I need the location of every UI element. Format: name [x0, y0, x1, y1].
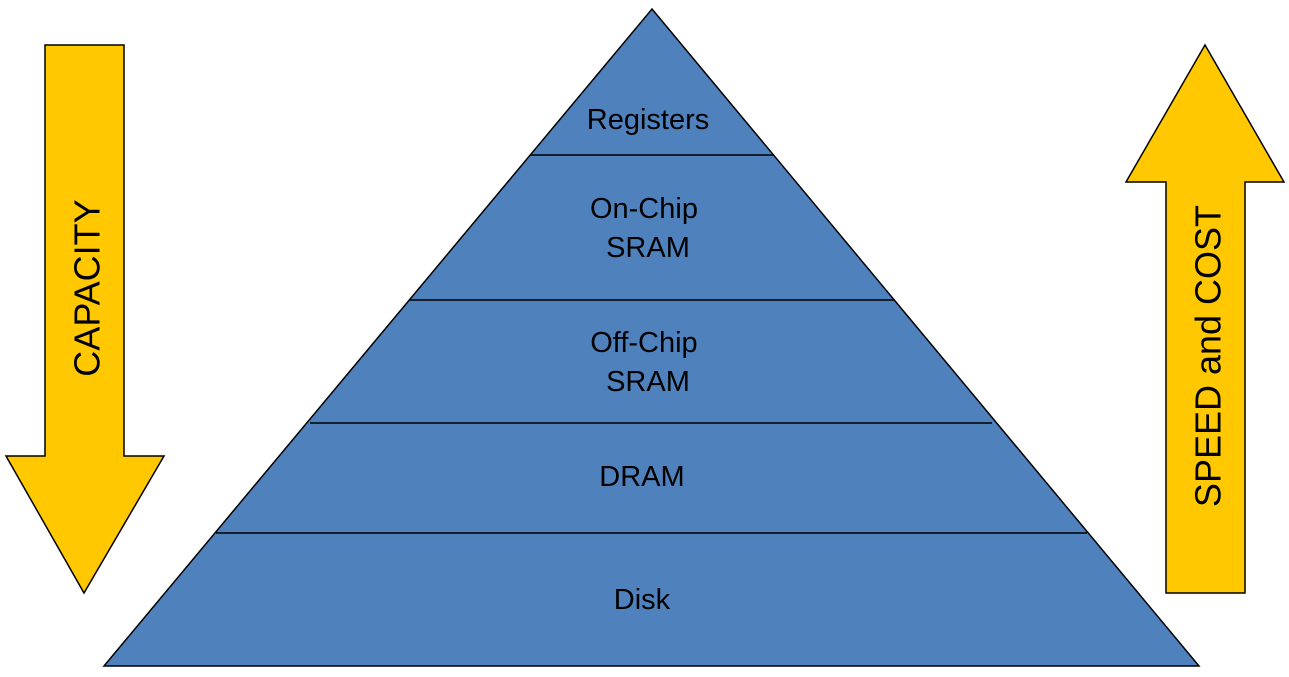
speed-cost-arrow-shape	[1124, 43, 1286, 594]
pyramid-shape	[102, 7, 1201, 667]
tier-registers-label: Registers	[587, 104, 710, 136]
capacity-arrow-shape	[4, 44, 166, 595]
capacity-arrow: CAPACITY	[4, 44, 166, 595]
tier-dram-label: DRAM	[599, 461, 684, 493]
pyramid: Registers On-Chip SRAM Off-Chip SRAM DRA…	[102, 7, 1201, 667]
tier-onchip-sram-label: On-Chip SRAM	[590, 193, 706, 264]
speed-cost-arrow: SPEED and COST	[1124, 43, 1286, 594]
capacity-label: CAPACITY	[67, 199, 108, 376]
speed-cost-label: SPEED and COST	[1188, 205, 1229, 507]
tier-offchip-sram-label: Off-Chip SRAM	[590, 327, 706, 398]
tier-disk-label: Disk	[614, 584, 671, 616]
